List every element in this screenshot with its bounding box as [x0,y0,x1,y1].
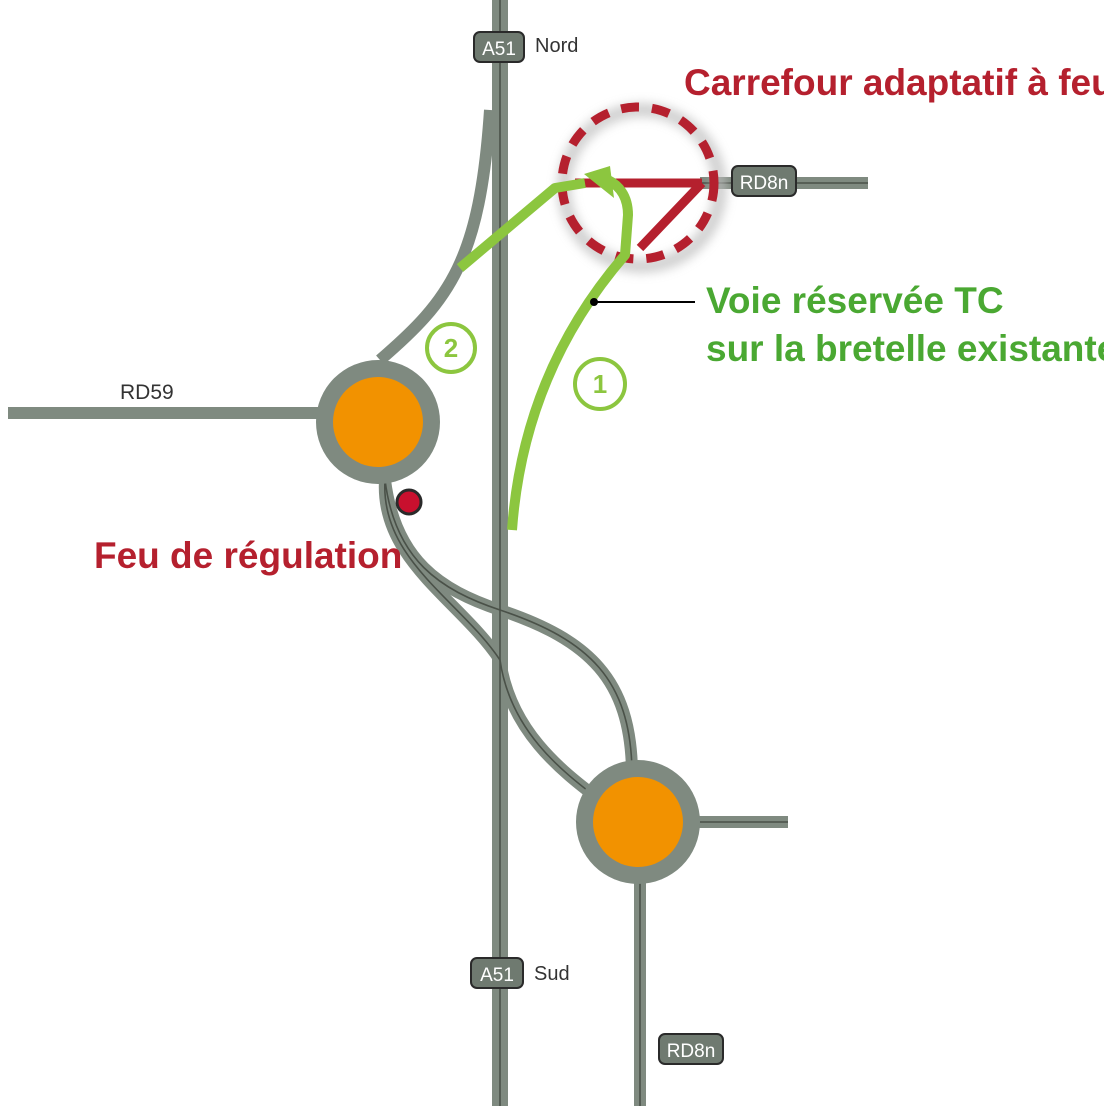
loop-centerline-east [384,479,633,771]
a51-nord-sign-text: A51 [482,39,516,60]
a51-sud-sign-text: A51 [480,965,514,986]
route-2-label: 2 [444,333,458,363]
loop-centerline-west [384,479,601,801]
bus-lane-arrow-head [584,166,614,198]
roundabout-west [316,360,440,484]
route-1-label: 1 [593,369,607,399]
voie-reservee-label-line2: sur la bretelle existante [706,328,1104,369]
bus-lanes [456,175,633,531]
adaptive-junction-circle [557,102,719,264]
roundabout-east [576,760,700,884]
route-badge-1: 1 [573,357,627,411]
traffic-light-icon [395,488,423,516]
sign-rd8n-north: RD8n [731,165,797,197]
route-badge-2: 2 [425,322,477,374]
sign-rd8n-south: RD8n [658,1033,724,1065]
bus-lane-route-1 [507,175,633,531]
sign-a51-sud: A51 [470,957,524,989]
road-centerlines [384,0,868,1106]
rd59-label: RD59 [120,381,174,404]
sign-a51-nord: A51 [473,31,525,63]
rd8n-south-sign-text: RD8n [667,1041,716,1062]
bus-lane-route-2 [456,178,586,272]
feu-regulation-label: Feu de régulation [94,535,402,576]
north-ramp-road [376,109,496,365]
bus-lane-leader [590,298,695,306]
a51-sud-direction: Sud [534,963,570,985]
rd8n-north-sign-text: RD8n [740,173,789,194]
carrefour-adaptatif-label: Carrefour adaptatif à feux [684,62,1104,103]
voie-reservee-label-line1: Voie réservée TC [706,280,1004,321]
a51-nord-direction: Nord [535,35,578,57]
